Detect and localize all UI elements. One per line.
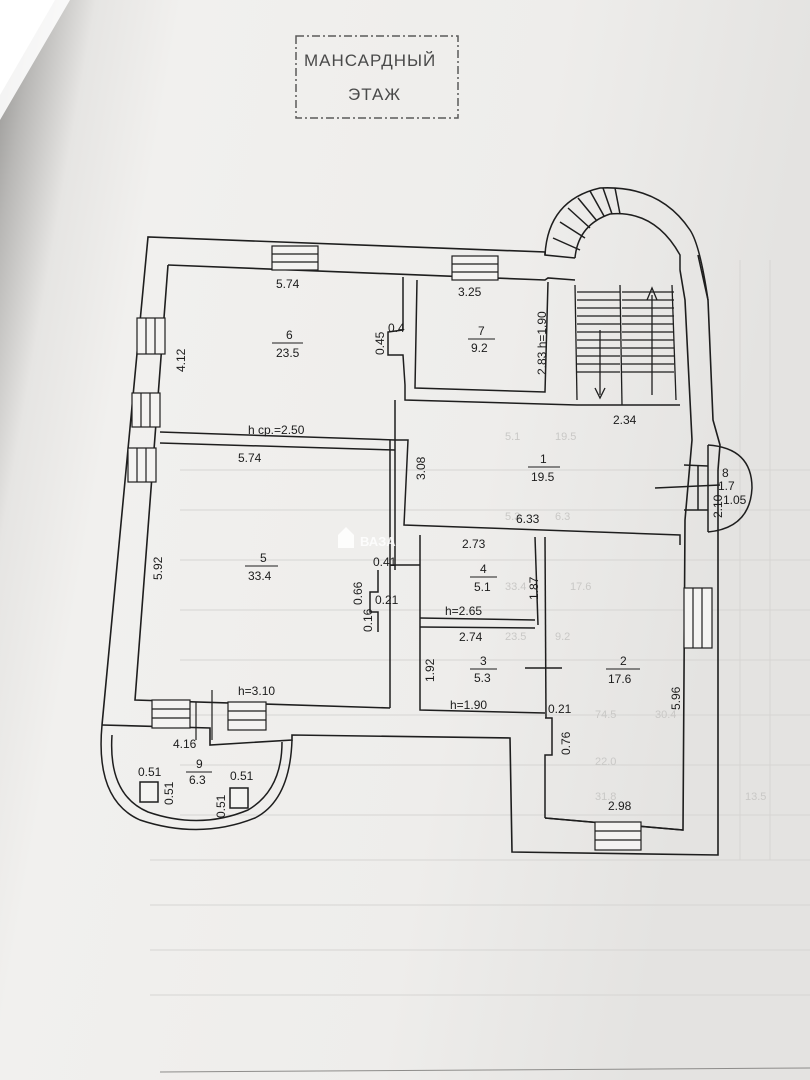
- ghost-value: 74.5: [595, 709, 616, 721]
- svg-text:5: 5: [260, 551, 267, 565]
- svg-text:8: 8: [722, 466, 729, 480]
- staircase: [574, 284, 677, 406]
- dim-label: h=3.10: [238, 684, 275, 698]
- dim-label: 1.87: [527, 576, 541, 600]
- svg-text:6: 6: [286, 328, 293, 342]
- ghost-value: 17.6: [570, 581, 591, 593]
- dim-label: 2.74: [459, 630, 483, 644]
- svg-text:4: 4: [480, 562, 487, 576]
- ghost-value: 19.5: [555, 431, 576, 443]
- svg-text:1: 1: [540, 452, 547, 466]
- dim-label: 0.4: [388, 321, 405, 335]
- ghost-table: [150, 260, 810, 996]
- ghost-value: 22.0: [595, 756, 616, 768]
- stamp-line-2: ЭТАЖ: [348, 85, 401, 104]
- dim-label: 5.74: [238, 451, 262, 465]
- ghost-value: 30.4: [655, 709, 676, 721]
- room-4-label: 4 5.1: [470, 562, 497, 594]
- page-curl: [0, 0, 70, 120]
- ghost-value: 9.2: [555, 631, 570, 643]
- svg-text:3: 3: [480, 654, 487, 668]
- svg-text:23.5: 23.5: [276, 346, 300, 360]
- svg-text:33.4: 33.4: [248, 569, 272, 583]
- dim-label: 2.73: [462, 537, 486, 551]
- room-2-label: 2 17.6: [606, 654, 640, 686]
- dim-label: 0.76: [559, 731, 573, 755]
- outer-walls: [101, 236, 721, 856]
- ghost-value: 31.8: [595, 791, 616, 803]
- room-3-label: 3 5.3: [470, 654, 497, 685]
- dim-label: 2.10: [711, 494, 725, 518]
- dim-label: 1.92: [423, 658, 437, 682]
- dim-label: 6.33: [516, 512, 540, 526]
- dim-label: h=2.65: [445, 604, 482, 618]
- svg-text:9.2: 9.2: [471, 341, 488, 355]
- interior-walls: [159, 277, 753, 831]
- svg-text:6.3: 6.3: [189, 773, 206, 787]
- dim-label: 4.12: [174, 348, 188, 372]
- dim-label: 0.45: [373, 331, 387, 355]
- floor-stamp: МАНСАРДНЫЙ ЭТАЖ: [295, 35, 459, 119]
- dim-label: h ср.=2.50: [248, 423, 305, 437]
- svg-text:5.1: 5.1: [474, 580, 491, 594]
- ghost-numbers: 17.6 33.4 23.5 9.2 74.5 30.4 22.0 31.8 1…: [505, 431, 766, 803]
- dim-label: 0.51: [138, 765, 162, 779]
- room-9-label: 9 6.3: [186, 757, 212, 787]
- ghost-value: 5.3: [505, 511, 520, 523]
- dim-label: 0.51: [230, 769, 254, 783]
- ghost-value: 13.5: [745, 791, 766, 803]
- svg-text:2: 2: [620, 654, 627, 668]
- ghost-value: 6.3: [555, 511, 570, 523]
- balcony: [100, 724, 293, 831]
- dim-label: 0.66: [351, 581, 365, 605]
- dim-label: 5.96: [669, 686, 683, 710]
- dim-label: 0.51: [162, 781, 176, 805]
- dim-label: 1.05: [723, 493, 747, 507]
- ghost-value: 33.4: [505, 581, 526, 593]
- svg-text:19.5: 19.5: [531, 470, 555, 484]
- ghost-value: 23.5: [505, 631, 526, 643]
- watermark: ВАЗА: [338, 527, 396, 549]
- ghost-value: 5.1: [505, 431, 520, 443]
- room-6-label: 6 23.5: [272, 328, 303, 360]
- dim-label: 5.74: [276, 277, 300, 291]
- stamp-line-1: МАНСАРДНЫЙ: [304, 51, 436, 70]
- dim-label: 2.34: [613, 413, 637, 427]
- dim-label: h=1.90: [450, 698, 487, 712]
- dimension-labels: 5.74 4.12 0.45 0.4 h ср.=2.50 3.25 2.83 …: [138, 277, 747, 818]
- dim-label: 4.16: [173, 737, 197, 751]
- paper-edge: [159, 1067, 810, 1073]
- svg-text:17.6: 17.6: [608, 672, 632, 686]
- svg-text:1.7: 1.7: [718, 479, 735, 493]
- dim-label: 5.92: [151, 556, 165, 580]
- dim-label: 2.83 h=1.90: [535, 311, 549, 375]
- room-labels: 6 23.5 7 9.2 1 19.5 8 1.7 5 33.4 4 5.1: [186, 324, 735, 787]
- room-1-label: 1 19.5: [528, 452, 560, 484]
- svg-text:5.3: 5.3: [474, 671, 491, 685]
- dim-label: 0.21: [375, 593, 399, 607]
- dim-label: 0.41: [373, 555, 397, 569]
- dim-label: 0.51: [214, 794, 228, 818]
- svg-text:9: 9: [196, 757, 203, 771]
- svg-text:7: 7: [478, 324, 485, 338]
- room-5-label: 5 33.4: [245, 551, 278, 583]
- room-8-label: 8 1.7: [718, 466, 735, 493]
- watermark-text: ВАЗА: [360, 534, 396, 549]
- dim-label: 2.98: [608, 799, 632, 813]
- dim-label: 0.21: [548, 702, 572, 716]
- dim-label: 0.16: [361, 608, 375, 632]
- dim-label: 3.25: [458, 285, 482, 299]
- dim-label: 3.08: [414, 456, 428, 480]
- room-7-label: 7 9.2: [468, 324, 495, 355]
- windows: [127, 245, 713, 851]
- stair-turret: [544, 187, 709, 301]
